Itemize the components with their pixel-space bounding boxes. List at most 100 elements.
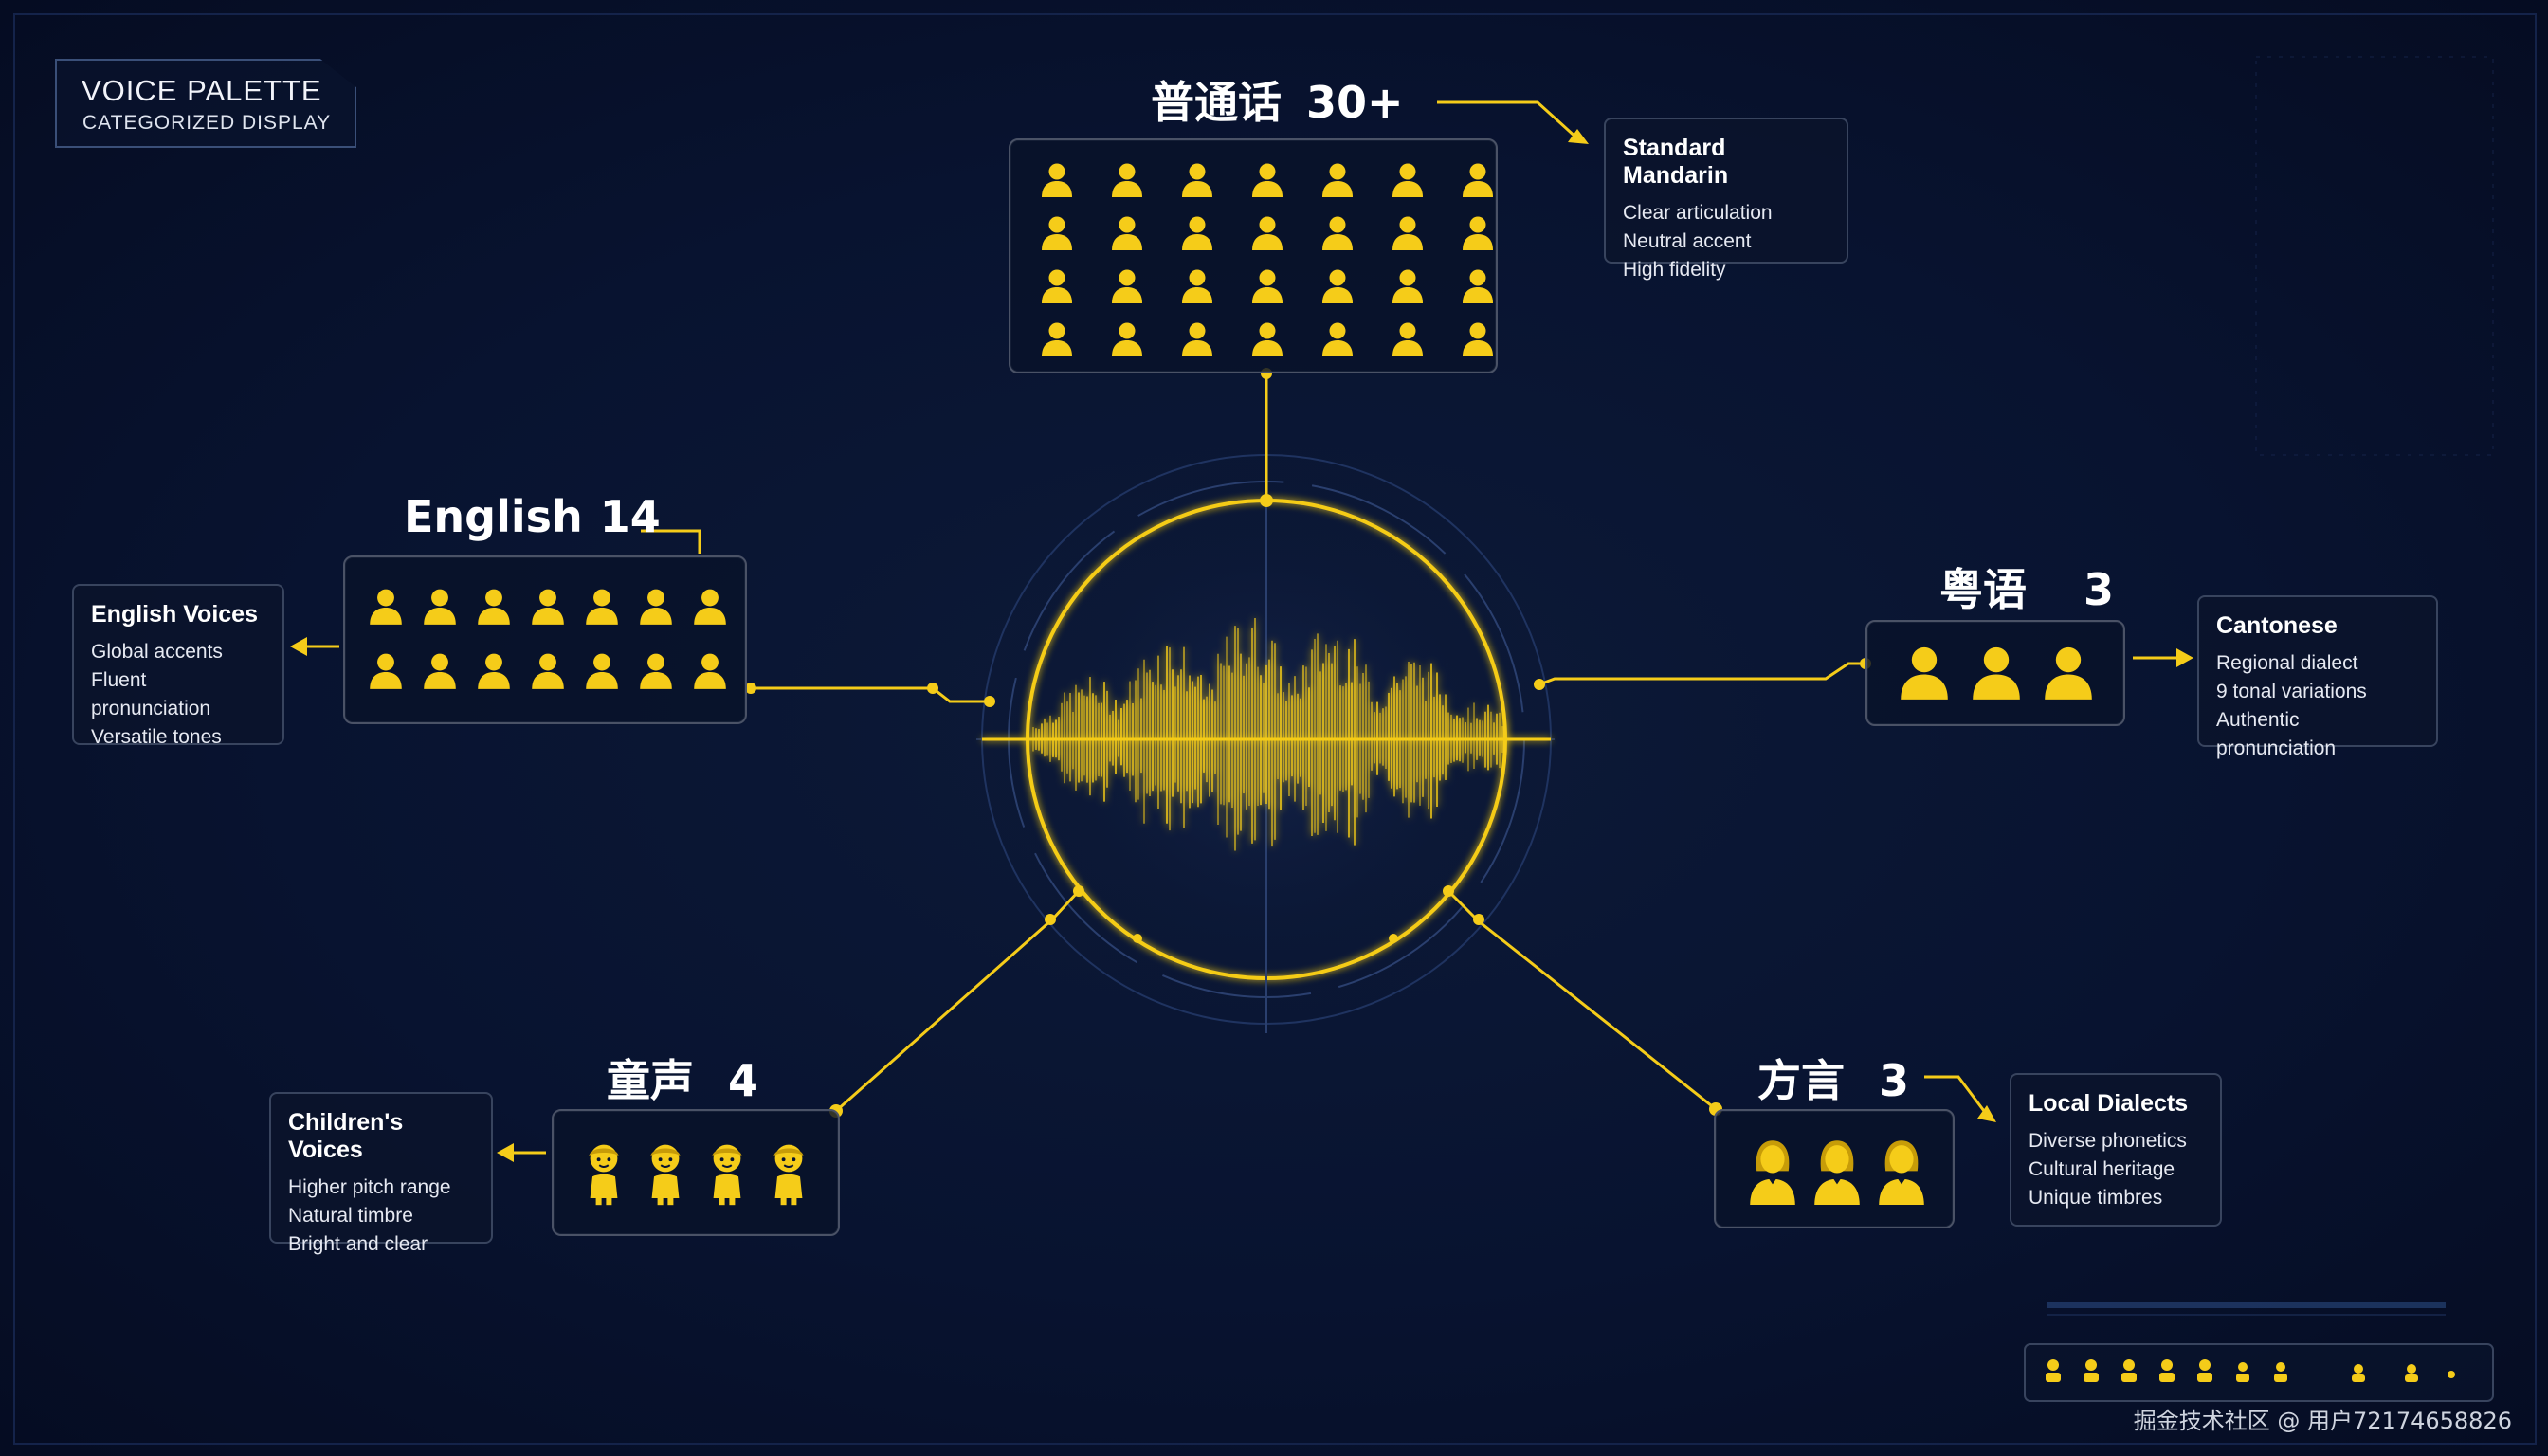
children-name: 童声 <box>607 1055 694 1106</box>
person-icon[interactable] <box>1373 154 1443 207</box>
person-icon[interactable] <box>1373 207 1443 260</box>
woman-icon[interactable] <box>1805 1128 1869 1213</box>
person-icon[interactable] <box>1302 207 1373 260</box>
person-icon[interactable] <box>1022 154 1092 207</box>
arrow-mandarin-info <box>1568 129 1589 144</box>
person-icon[interactable] <box>628 574 682 639</box>
child-icon[interactable] <box>757 1128 819 1219</box>
person-icon[interactable] <box>574 639 628 703</box>
english-icon-grid <box>358 574 737 703</box>
person-icon[interactable] <box>1022 207 1092 260</box>
children-info-line: Higher pitch range <box>288 1176 451 1198</box>
cantonese-info-line: 9 tonal variations <box>2216 681 2367 702</box>
dialects-info-line: Unique timbres <box>2029 1187 2163 1209</box>
person-icon[interactable] <box>1232 154 1302 207</box>
person-icon[interactable] <box>466 574 520 639</box>
children-info-card: Children's Voices Higher pitch range Nat… <box>269 1092 493 1255</box>
children-icon-grid <box>573 1128 819 1219</box>
person-icon[interactable] <box>1232 260 1302 313</box>
english-info-card: English Voices Global accents Fluent pro… <box>72 584 284 748</box>
children-voice-panel[interactable] <box>552 1109 840 1236</box>
cantonese-icon-grid <box>1888 637 2104 709</box>
cantonese-name: 粤语 <box>1939 564 2027 615</box>
english-info-line: Versatile tones <box>91 726 222 748</box>
arrow-cantonese-info <box>2176 648 2193 667</box>
header-subtitle: CATEGORIZED DISPLAY <box>82 112 332 134</box>
english-voice-panel[interactable] <box>343 555 747 724</box>
mandarin-count: 30+ <box>1306 77 1404 128</box>
watermark: 掘金技术社区 @ 用户72174658826 <box>2133 1408 2512 1434</box>
person-icon[interactable] <box>1443 154 1513 207</box>
mandarin-title: 普通话 30+ <box>1151 68 1404 131</box>
person-icon[interactable] <box>1092 260 1162 313</box>
woman-icon[interactable] <box>1740 1128 1805 1213</box>
child-icon[interactable] <box>634 1128 696 1219</box>
person-icon[interactable] <box>466 639 520 703</box>
person-icon[interactable] <box>1232 207 1302 260</box>
person-icon[interactable] <box>520 639 574 703</box>
person-icon[interactable] <box>574 574 628 639</box>
person-icon[interactable] <box>1092 313 1162 366</box>
person-icon[interactable] <box>1443 260 1513 313</box>
person-icon[interactable] <box>1232 313 1302 366</box>
connector-mandarin-info <box>1437 100 1579 140</box>
person-icon[interactable] <box>1022 260 1092 313</box>
person-icon[interactable] <box>1443 313 1513 366</box>
person-icon[interactable] <box>412 574 466 639</box>
person-icon[interactable] <box>520 574 574 639</box>
children-count: 4 <box>728 1055 759 1106</box>
connector-dialects-info <box>1924 1075 1989 1116</box>
mandarin-voice-panel[interactable] <box>1009 138 1498 373</box>
connector-english <box>751 686 990 703</box>
mandarin-info-title: Standard Mandarin <box>1623 135 1729 189</box>
cantonese-info-line: Authentic pronunciation <box>2216 709 2337 759</box>
header-title: VOICE PALETTE <box>82 74 322 107</box>
person-icon[interactable] <box>1302 154 1373 207</box>
person-icon[interactable] <box>1302 313 1373 366</box>
arrow-english-info <box>290 637 307 656</box>
dot-texture <box>2255 56 2494 456</box>
cantonese-info-card: Cantonese Regional dialect 9 tonal varia… <box>2197 595 2438 759</box>
person-icon[interactable] <box>358 574 412 639</box>
dialects-voice-panel[interactable] <box>1714 1109 1955 1228</box>
mandarin-info-line: Clear articulation <box>1623 202 1773 224</box>
person-icon[interactable] <box>682 639 737 703</box>
mandarin-name: 普通话 <box>1151 77 1282 128</box>
person-icon[interactable] <box>1373 313 1443 366</box>
person-icon[interactable] <box>412 639 466 703</box>
person-icon[interactable] <box>1162 313 1232 366</box>
soundwave-icon <box>982 618 1551 851</box>
person-icon[interactable] <box>1022 313 1092 366</box>
woman-icon[interactable] <box>1869 1128 1934 1213</box>
dialects-count: 3 <box>1879 1055 1910 1106</box>
bottom-right-mini-icons <box>2046 1359 2455 1382</box>
person-icon[interactable] <box>1302 260 1373 313</box>
english-info-line: Global accents <box>91 641 223 663</box>
person-icon[interactable] <box>2032 637 2104 709</box>
person-icon[interactable] <box>1092 207 1162 260</box>
person-icon[interactable] <box>358 639 412 703</box>
english-count: 14 <box>599 491 661 542</box>
children-info-line: Bright and clear <box>288 1233 428 1255</box>
child-icon[interactable] <box>696 1128 757 1219</box>
person-icon[interactable] <box>682 574 737 639</box>
person-icon[interactable] <box>628 639 682 703</box>
person-icon[interactable] <box>1373 260 1443 313</box>
person-icon[interactable] <box>1960 637 2032 709</box>
dialects-icon-grid <box>1740 1128 1934 1213</box>
person-icon[interactable] <box>1162 207 1232 260</box>
cantonese-voice-panel[interactable] <box>1866 620 2125 726</box>
arrow-children-info <box>497 1143 514 1162</box>
cantonese-info-line: Regional dialect <box>2216 652 2358 674</box>
child-icon[interactable] <box>573 1128 634 1219</box>
person-icon[interactable] <box>1162 154 1232 207</box>
person-icon[interactable] <box>1162 260 1232 313</box>
person-icon[interactable] <box>1443 207 1513 260</box>
person-icon[interactable] <box>1092 154 1162 207</box>
person-icon[interactable] <box>1888 637 1960 709</box>
bottom-right-bars <box>2048 1302 2446 1316</box>
